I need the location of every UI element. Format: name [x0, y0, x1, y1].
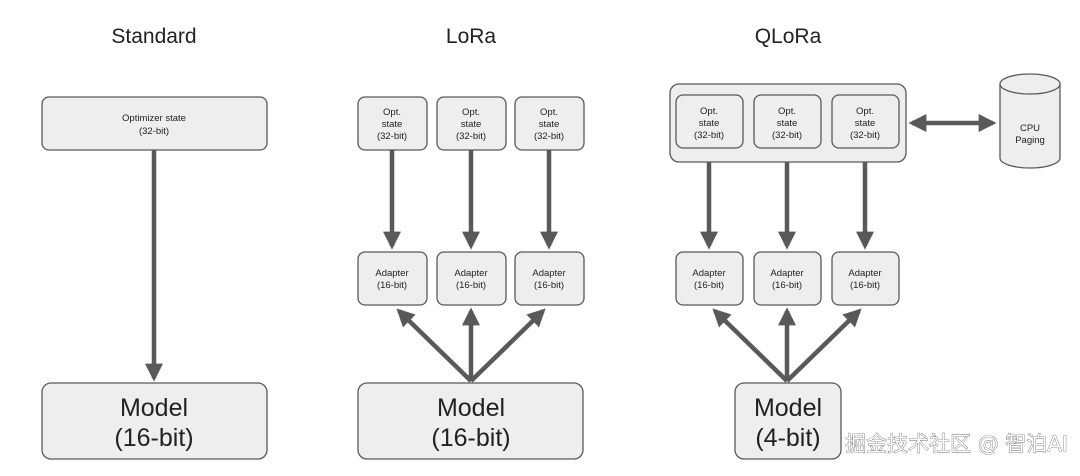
qlora-opt-3-line3: (32-bit) — [850, 130, 880, 141]
standard-optimizer-box: Optimizer state (32-bit) — [41, 96, 268, 151]
qlora-adapter-3-line2: (16-bit) — [850, 280, 880, 291]
qlora-adapter-1: Adapter (16-bit) — [675, 251, 744, 306]
cpu-paging-line1: CPU — [1020, 123, 1040, 134]
qlora-opt-state-1: Opt. state (32-bit) — [675, 94, 744, 149]
watermark-text: 掘金技术社区 @ 智泊AI — [845, 432, 1068, 456]
lora-adapter-2-line1: Adapter — [454, 268, 487, 279]
lora-adapter-2-line2: (16-bit) — [456, 280, 486, 291]
lora-model-label: Model — [437, 394, 505, 422]
lora-opt-2-line2: state — [461, 119, 482, 130]
lora-adapter-3-line2: (16-bit) — [534, 280, 564, 291]
qlora-model-label: Model — [754, 394, 822, 422]
qlora-model-box: Model (4-bit) — [734, 382, 842, 460]
lora-opt-state-2: Opt. state (32-bit) — [436, 96, 507, 151]
qlora-opt-3-line1: Opt. — [856, 106, 874, 117]
lora-adapter-1-line2: (16-bit) — [377, 280, 407, 291]
qlora-adapter-2: Adapter (16-bit) — [753, 251, 822, 306]
lora-model-bits: (16-bit) — [431, 424, 510, 452]
qlora-model-to-adapter-arrow-3 — [785, 308, 862, 383]
standard-model-box: Model (16-bit) — [41, 382, 268, 460]
qlora-adapter-1-line2: (16-bit) — [694, 280, 724, 291]
qlora-opt-1-line2: state — [699, 118, 720, 129]
lora-adapter-3: Adapter (16-bit) — [514, 251, 585, 306]
standard-optimizer-bits: (32-bit) — [139, 126, 169, 137]
qlora-model-bits: (4-bit) — [755, 424, 820, 452]
qlora-opt-1-line3: (32-bit) — [694, 130, 724, 141]
qlora-adapter-2-line2: (16-bit) — [772, 280, 802, 291]
lora-adapter-3-line1: Adapter — [532, 268, 565, 279]
lora-opt-1-line2: state — [382, 119, 403, 130]
lora-adapter-1-line1: Adapter — [375, 268, 408, 279]
lora-opt-1-line3: (32-bit) — [377, 131, 407, 142]
qlora-opt-state-3: Opt. state (32-bit) — [831, 94, 900, 149]
lora-opt-state-3: Opt. state (32-bit) — [514, 96, 585, 151]
qlora-opt-2-line1: Opt. — [778, 106, 796, 117]
title-standard: Standard — [111, 25, 196, 48]
standard-model-label: Model — [120, 394, 188, 422]
qlora-adapter-3-line1: Adapter — [848, 268, 881, 279]
qlora-opt-2-line3: (32-bit) — [772, 130, 802, 141]
qlora-opt-3-line2: state — [855, 118, 876, 129]
qlora-adapter-3: Adapter (16-bit) — [831, 251, 900, 306]
lora-opt-state-1: Opt. state (32-bit) — [357, 96, 428, 151]
standard-model-bits: (16-bit) — [114, 424, 193, 452]
lora-opt-1-line1: Opt. — [383, 107, 401, 118]
title-lora: LoRa — [446, 25, 497, 48]
qlora-opt-state-2: Opt. state (32-bit) — [753, 94, 822, 149]
qlora-adapter-2-line1: Adapter — [770, 268, 803, 279]
lora-opt-3-line2: state — [539, 119, 560, 130]
title-qlora: QLoRa — [755, 25, 822, 48]
qlora-model-to-adapter-arrow-1 — [712, 308, 789, 383]
lora-opt-2-line1: Opt. — [462, 107, 480, 118]
lora-model-to-adapter-arrow-1 — [396, 308, 473, 383]
qlora-opt-2-line2: state — [777, 118, 798, 129]
standard-optimizer-label: Optimizer state — [122, 113, 186, 124]
lora-opt-2-line3: (32-bit) — [456, 131, 486, 142]
lora-opt-3-line3: (32-bit) — [534, 131, 564, 142]
lora-model-to-adapter-arrow-3 — [469, 308, 546, 383]
lora-adapter-2: Adapter (16-bit) — [436, 251, 507, 306]
cpu-paging-line2: Paging — [1015, 135, 1045, 146]
qlora-adapter-1-line1: Adapter — [692, 268, 725, 279]
lora-opt-3-line1: Opt. — [540, 107, 558, 118]
cpu-paging-cylinder: CPU Paging — [999, 73, 1061, 169]
lora-adapter-1: Adapter (16-bit) — [357, 251, 428, 306]
qlora-opt-1-line1: Opt. — [700, 106, 718, 117]
lora-model-box: Model (16-bit) — [357, 382, 584, 460]
